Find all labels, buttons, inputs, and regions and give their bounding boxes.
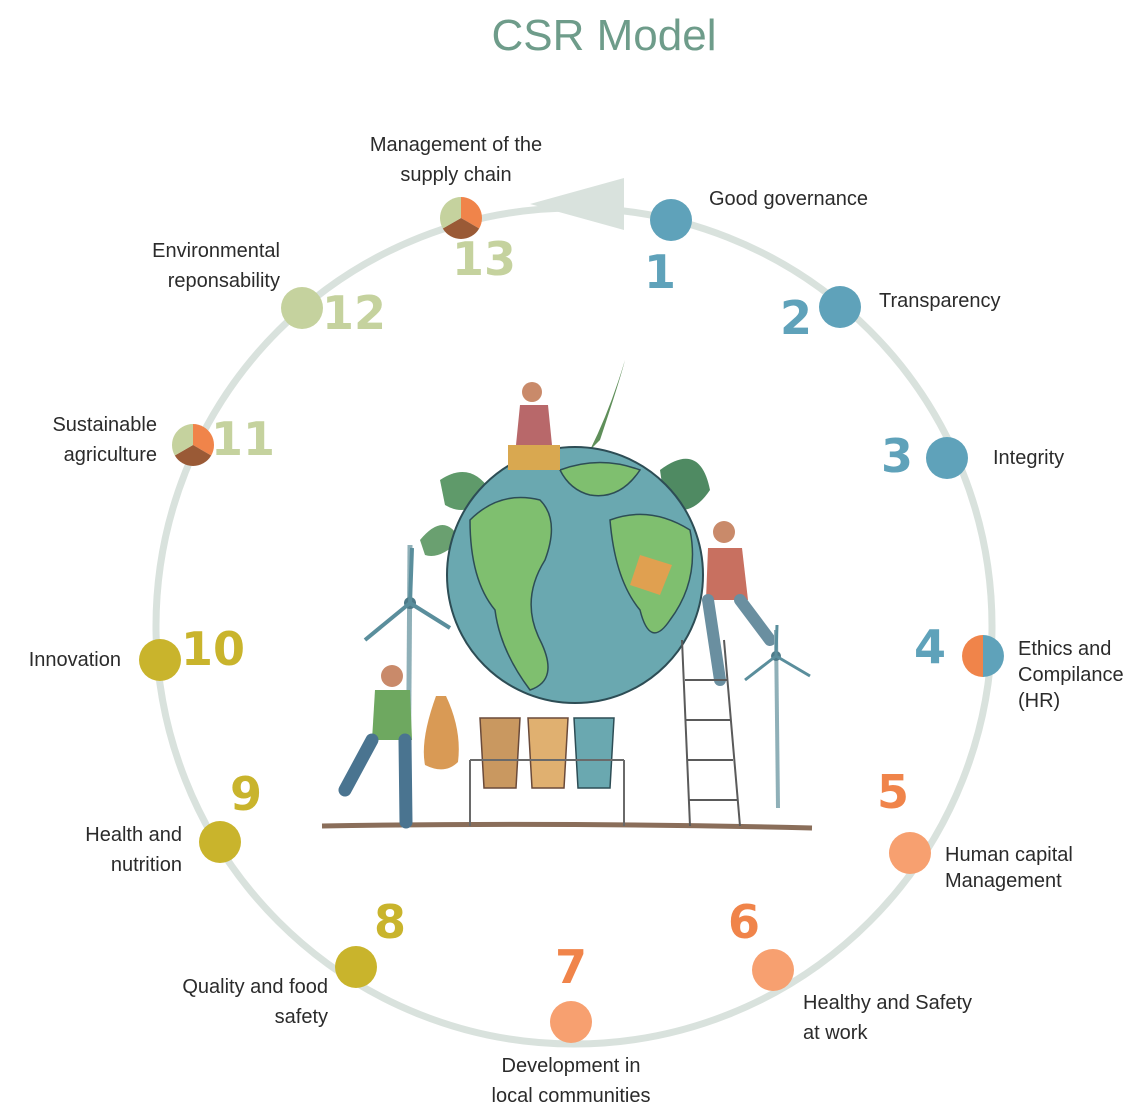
item-dot-7 [550,1001,592,1043]
item-number: 4 [914,620,946,674]
item-dot-2 [819,286,861,328]
item-number: 10 [181,622,245,676]
item-dot-5 [889,832,931,874]
item-number: 1 [644,245,676,299]
item-dot-9 [199,821,241,863]
item-label: Good governance [709,188,868,210]
item-number: 12 [322,286,386,340]
item-dot-13 [440,196,483,239]
item-number: 9 [230,767,262,821]
item-dot-10 [139,639,181,681]
item-dot-8 [335,946,377,988]
page-title: CSR Model [492,11,717,60]
cycle-arrow-icon [530,178,624,230]
globe-illustration [321,360,813,831]
item-dot-3 [926,437,968,479]
cycle-item-1: 1 Good governance [644,188,868,299]
item-number: 11 [211,412,275,466]
item-number: 3 [881,429,913,483]
item-dot-12 [281,287,323,329]
item-label: Integrity [993,447,1064,469]
item-dot-1 [650,199,692,241]
item-dot-6 [752,949,794,991]
cycle-item-3: 3 Integrity [881,429,1064,483]
item-dot-11 [172,424,215,467]
item-label: Transparency [879,290,1001,312]
item-number: 8 [374,895,406,949]
item-number: 5 [877,765,909,819]
item-dot-4 [962,635,1004,677]
cycle-item-2: 2 Transparency [780,286,1001,345]
item-number: 7 [555,940,587,994]
item-number: 13 [452,232,516,286]
item-number: 6 [728,895,760,949]
item-label: Innovation [29,649,121,671]
item-number: 2 [780,291,812,345]
